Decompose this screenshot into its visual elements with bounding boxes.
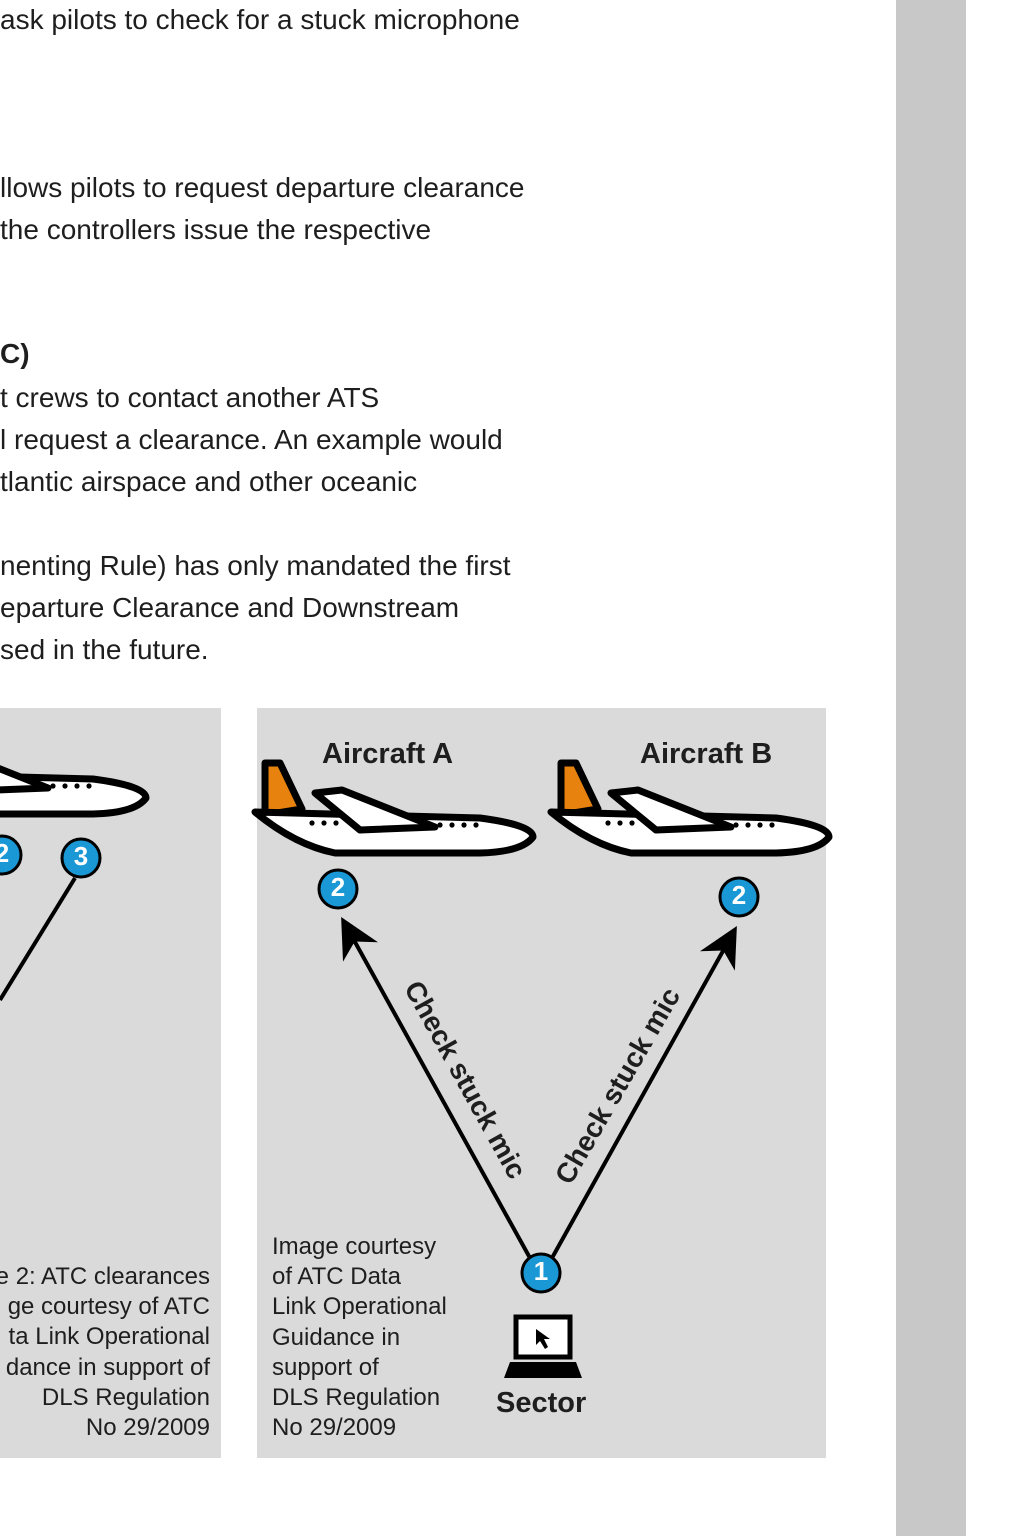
body-text-line: l request a clearance. An example would [0, 424, 503, 455]
badge-aircraft-b [718, 876, 760, 918]
badge-number: 2 [731, 880, 747, 910]
caption-line: support of [272, 1353, 379, 1381]
caption-line: No 29/2009 [85, 1414, 210, 1442]
aircraft-a-label: Aircraft A [322, 738, 454, 770]
badge-aircraft-a [317, 868, 359, 910]
body-text-line: eparture Clearance and Downstream [0, 592, 460, 623]
airplane-icon [0, 724, 146, 814]
aircraft-b-label: Aircraft B [640, 738, 773, 770]
body-text-line: nenting Rule) has only mandated the firs… [0, 550, 511, 581]
aircraft-b-icon [551, 763, 829, 853]
body-text-line: tlantic airspace and other oceanic [0, 466, 418, 497]
badge-number: 1 [533, 1256, 549, 1286]
body-text-line: the controllers issue the respective [0, 214, 432, 245]
caption-line: No 29/2009 [272, 1414, 397, 1442]
body-text-line: ask pilots to check for a stuck micropho… [0, 4, 520, 35]
badge-sector [520, 1252, 562, 1294]
arrow-to-aircraft-b [550, 926, 737, 1259]
badge-number: 2 [0, 838, 10, 868]
badge-number: 3 [73, 841, 89, 871]
badge-number: 2 [330, 872, 346, 902]
caption-line: Guidance in [272, 1323, 401, 1351]
caption-line: Image courtesy [272, 1233, 437, 1260]
sector-label: Sector [496, 1387, 587, 1419]
caption-line: of ATC Data [272, 1263, 401, 1291]
laptop-icon [504, 1314, 582, 1378]
section-heading: C) [0, 338, 30, 369]
figure-left-panel [0, 708, 221, 1458]
caption-line: e 2: ATC clearances [0, 1263, 210, 1290]
page-margin-bar [896, 0, 966, 1536]
caption-line: Link Operational [272, 1293, 447, 1321]
figure-right-caption: Image courtesy of ATC Data Link Operatio… [272, 1232, 447, 1443]
body-text-line: sed in the future. [0, 634, 209, 665]
aircraft-a-icon [255, 763, 533, 853]
caption-line: DLS Regulation [272, 1384, 441, 1412]
arrow-to-aircraft-a [341, 917, 532, 1259]
badge-2-left [0, 834, 23, 876]
body-text-line: llows pilots to request departure cleara… [0, 172, 525, 203]
caption-line: ta Link Operational [8, 1323, 210, 1351]
caption-line: dance in support of [5, 1353, 210, 1381]
caption-line: DLS Regulation [41, 1383, 210, 1411]
body-text-line: t crews to contact another ATS [0, 382, 380, 413]
figure-left-caption: e 2: ATC clearances ge courtesy of ATC t… [0, 1262, 210, 1443]
connector-line [0, 876, 77, 1002]
badge-3-left [60, 837, 102, 879]
caption-line: ge courtesy of ATC [7, 1293, 210, 1321]
